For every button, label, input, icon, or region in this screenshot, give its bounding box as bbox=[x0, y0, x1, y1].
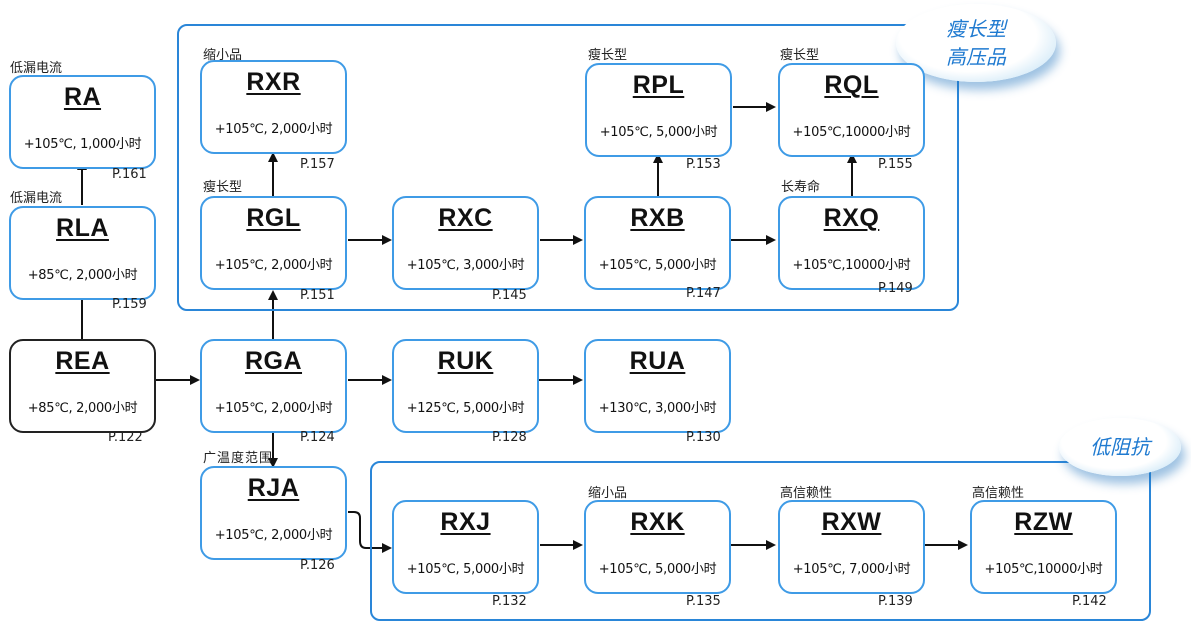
node-rpl-page: P.153 bbox=[686, 157, 721, 172]
node-rql-page: P.155 bbox=[878, 157, 913, 172]
node-code: RXB bbox=[630, 204, 685, 232]
node-rxb-page: P.147 bbox=[686, 286, 721, 301]
group-high-voltage-frame bbox=[177, 24, 959, 311]
node-code: RUK bbox=[437, 347, 494, 375]
badge-line-2: 高压品 bbox=[946, 45, 1006, 69]
node-rxr-tag: 缩小品 bbox=[203, 48, 243, 63]
node-rzw[interactable]: RZW +105℃,10000小时 bbox=[970, 500, 1117, 594]
node-rxw-tag: 高信赖性 bbox=[780, 486, 833, 501]
node-code: RGA bbox=[244, 347, 303, 375]
node-spec: +105℃,10000小时 bbox=[792, 125, 911, 140]
node-code: RPL bbox=[632, 71, 685, 99]
node-code: RUA bbox=[629, 347, 686, 375]
node-spec: +105℃,10000小时 bbox=[792, 258, 911, 273]
node-ra-tag: 低漏电流 bbox=[10, 61, 63, 76]
node-rea-page: P.122 bbox=[108, 430, 143, 445]
node-spec: +130℃, 3,000小时 bbox=[598, 401, 717, 416]
node-code: RXR bbox=[246, 68, 301, 96]
node-ra[interactable]: RA +105℃, 1,000小时 bbox=[9, 75, 156, 169]
badge-line-1: 瘦长型 bbox=[946, 17, 1006, 41]
node-rxj[interactable]: RXJ +105℃, 5,000小时 bbox=[392, 500, 539, 594]
node-spec: +105℃, 2,000小时 bbox=[214, 122, 333, 137]
node-rga-page: P.124 bbox=[300, 430, 335, 445]
node-rgl[interactable]: RGL +105℃, 2,000小时 bbox=[200, 196, 347, 290]
node-rxr[interactable]: RXR +105℃, 2,000小时 bbox=[200, 60, 347, 154]
node-code: RA bbox=[63, 83, 102, 111]
node-rxw-page: P.139 bbox=[878, 594, 913, 609]
node-rgl-tag: 瘦长型 bbox=[203, 180, 243, 195]
node-code: RJA bbox=[247, 474, 300, 502]
node-code: RXC bbox=[438, 204, 493, 232]
node-spec: +105℃, 5,000小时 bbox=[598, 562, 717, 577]
node-rql[interactable]: RQL +105℃,10000小时 bbox=[778, 63, 925, 157]
node-code: RXQ bbox=[823, 204, 880, 232]
node-spec: +105℃, 5,000小时 bbox=[598, 258, 717, 273]
node-rla-page: P.159 bbox=[112, 297, 147, 312]
node-spec: +105℃, 2,000小时 bbox=[214, 401, 333, 416]
node-spec: +105℃, 5,000小时 bbox=[599, 125, 718, 140]
node-rxk[interactable]: RXK +105℃, 5,000小时 bbox=[584, 500, 731, 594]
group-low-impedance-frame bbox=[370, 461, 1151, 621]
node-rql-tag: 瘦长型 bbox=[780, 48, 820, 63]
node-rua[interactable]: RUA +130℃, 3,000小时 bbox=[584, 339, 731, 433]
node-rzw-page: P.142 bbox=[1072, 594, 1107, 609]
node-ra-page: P.161 bbox=[112, 167, 147, 182]
badge-label: 低阻抗 bbox=[1090, 435, 1150, 459]
node-rla-tag: 低漏电流 bbox=[10, 191, 63, 206]
node-rja-page: P.126 bbox=[300, 558, 335, 573]
node-spec: +105℃, 1,000小时 bbox=[23, 137, 142, 152]
node-code: RXW bbox=[821, 508, 882, 536]
node-rpl[interactable]: RPL +105℃, 5,000小时 bbox=[585, 63, 732, 157]
node-spec: +105℃, 5,000小时 bbox=[406, 562, 525, 577]
node-rxk-tag: 缩小品 bbox=[588, 486, 628, 501]
node-code: RZW bbox=[1014, 508, 1073, 536]
node-rga[interactable]: RGA +105℃, 2,000小时 bbox=[200, 339, 347, 433]
node-rja[interactable]: RJA +105℃, 2,000小时 bbox=[200, 466, 347, 560]
node-spec: +85℃, 2,000小时 bbox=[27, 268, 138, 283]
node-code: RQL bbox=[824, 71, 879, 99]
node-spec: +105℃,10000小时 bbox=[984, 562, 1103, 577]
node-rla[interactable]: RLA +85℃, 2,000小时 bbox=[9, 206, 156, 300]
node-spec: +85℃, 2,000小时 bbox=[27, 401, 138, 416]
node-rxq-page: P.149 bbox=[878, 281, 913, 296]
node-code: RXJ bbox=[440, 508, 491, 536]
node-spec: +105℃, 3,000小时 bbox=[406, 258, 525, 273]
edge-rja-rxj bbox=[348, 511, 392, 553]
node-rxb[interactable]: RXB +105℃, 5,000小时 bbox=[584, 196, 731, 290]
node-rzw-tag: 高信赖性 bbox=[972, 486, 1025, 501]
node-spec: +105℃, 2,000小时 bbox=[214, 258, 333, 273]
node-rxc-page: P.145 bbox=[492, 288, 527, 303]
node-rja-tag: 广温度范围 bbox=[203, 451, 274, 466]
node-rxc[interactable]: RXC +105℃, 3,000小时 bbox=[392, 196, 539, 290]
node-rxr-page: P.157 bbox=[300, 157, 335, 172]
node-code: REA bbox=[55, 347, 110, 375]
node-code: RGL bbox=[246, 204, 301, 232]
node-code: RXK bbox=[630, 508, 685, 536]
node-ruk-page: P.128 bbox=[492, 430, 527, 445]
node-spec: +105℃, 7,000小时 bbox=[792, 562, 911, 577]
node-rgl-page: P.151 bbox=[300, 288, 335, 303]
node-rxq-tag: 长寿命 bbox=[781, 180, 821, 195]
node-spec: +125℃, 5,000小时 bbox=[406, 401, 525, 416]
node-spec: +105℃, 2,000小时 bbox=[214, 528, 333, 543]
node-rua-page: P.130 bbox=[686, 430, 721, 445]
node-rea[interactable]: REA +85℃, 2,000小时 bbox=[9, 339, 156, 433]
group-low-impedance-badge: 低阻抗 bbox=[1059, 418, 1181, 476]
node-rxj-page: P.132 bbox=[492, 594, 527, 609]
node-rxq[interactable]: RXQ +105℃,10000小时 bbox=[778, 196, 925, 290]
node-ruk[interactable]: RUK +125℃, 5,000小时 bbox=[392, 339, 539, 433]
node-rpl-tag: 瘦长型 bbox=[588, 48, 628, 63]
node-code: RLA bbox=[56, 214, 109, 242]
node-rxw[interactable]: RXW +105℃, 7,000小时 bbox=[778, 500, 925, 594]
node-rxk-page: P.135 bbox=[686, 594, 721, 609]
